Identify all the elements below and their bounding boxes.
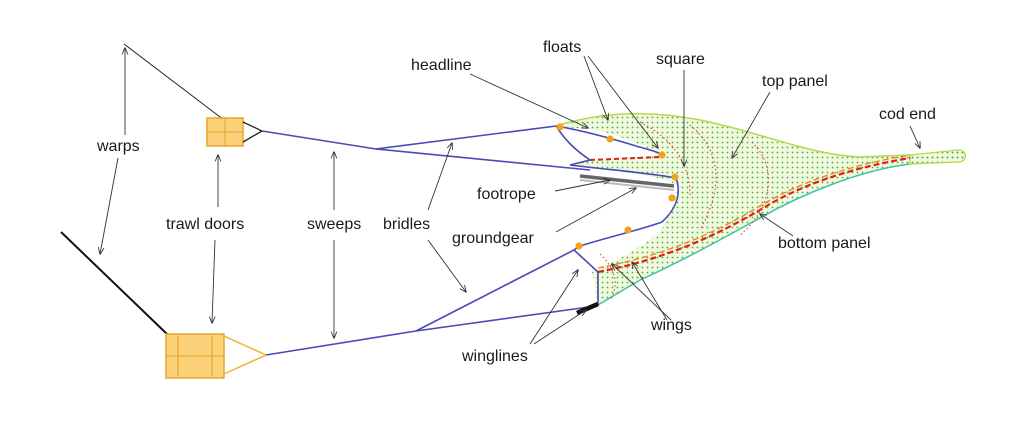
label-groundgear: groundgear <box>452 230 535 247</box>
label-winglines: winglines <box>461 348 528 365</box>
label-square: square <box>656 51 705 68</box>
label-footrope: footrope <box>477 186 536 203</box>
upper-trawl-door <box>206 117 264 147</box>
label-floats: floats <box>543 39 581 56</box>
net-body <box>555 113 967 306</box>
label-trawl-doors: trawl doors <box>166 216 244 233</box>
sweeps-bridles <box>261 125 597 356</box>
labels: warps trawl doors sweeps bridles headlin… <box>96 39 936 365</box>
label-warps: warps <box>96 138 140 155</box>
label-bridles: bridles <box>383 216 430 233</box>
label-bottom-panel: bottom panel <box>778 235 871 252</box>
lower-trawl-door <box>165 333 268 379</box>
label-top-panel: top panel <box>762 73 828 90</box>
annotation-arrows <box>100 48 920 345</box>
label-headline: headline <box>411 57 472 74</box>
label-cod-end: cod end <box>879 106 936 123</box>
label-sweeps: sweeps <box>307 216 361 233</box>
warps-lines <box>60 43 225 336</box>
floats <box>556 123 679 250</box>
label-wings: wings <box>650 317 692 334</box>
